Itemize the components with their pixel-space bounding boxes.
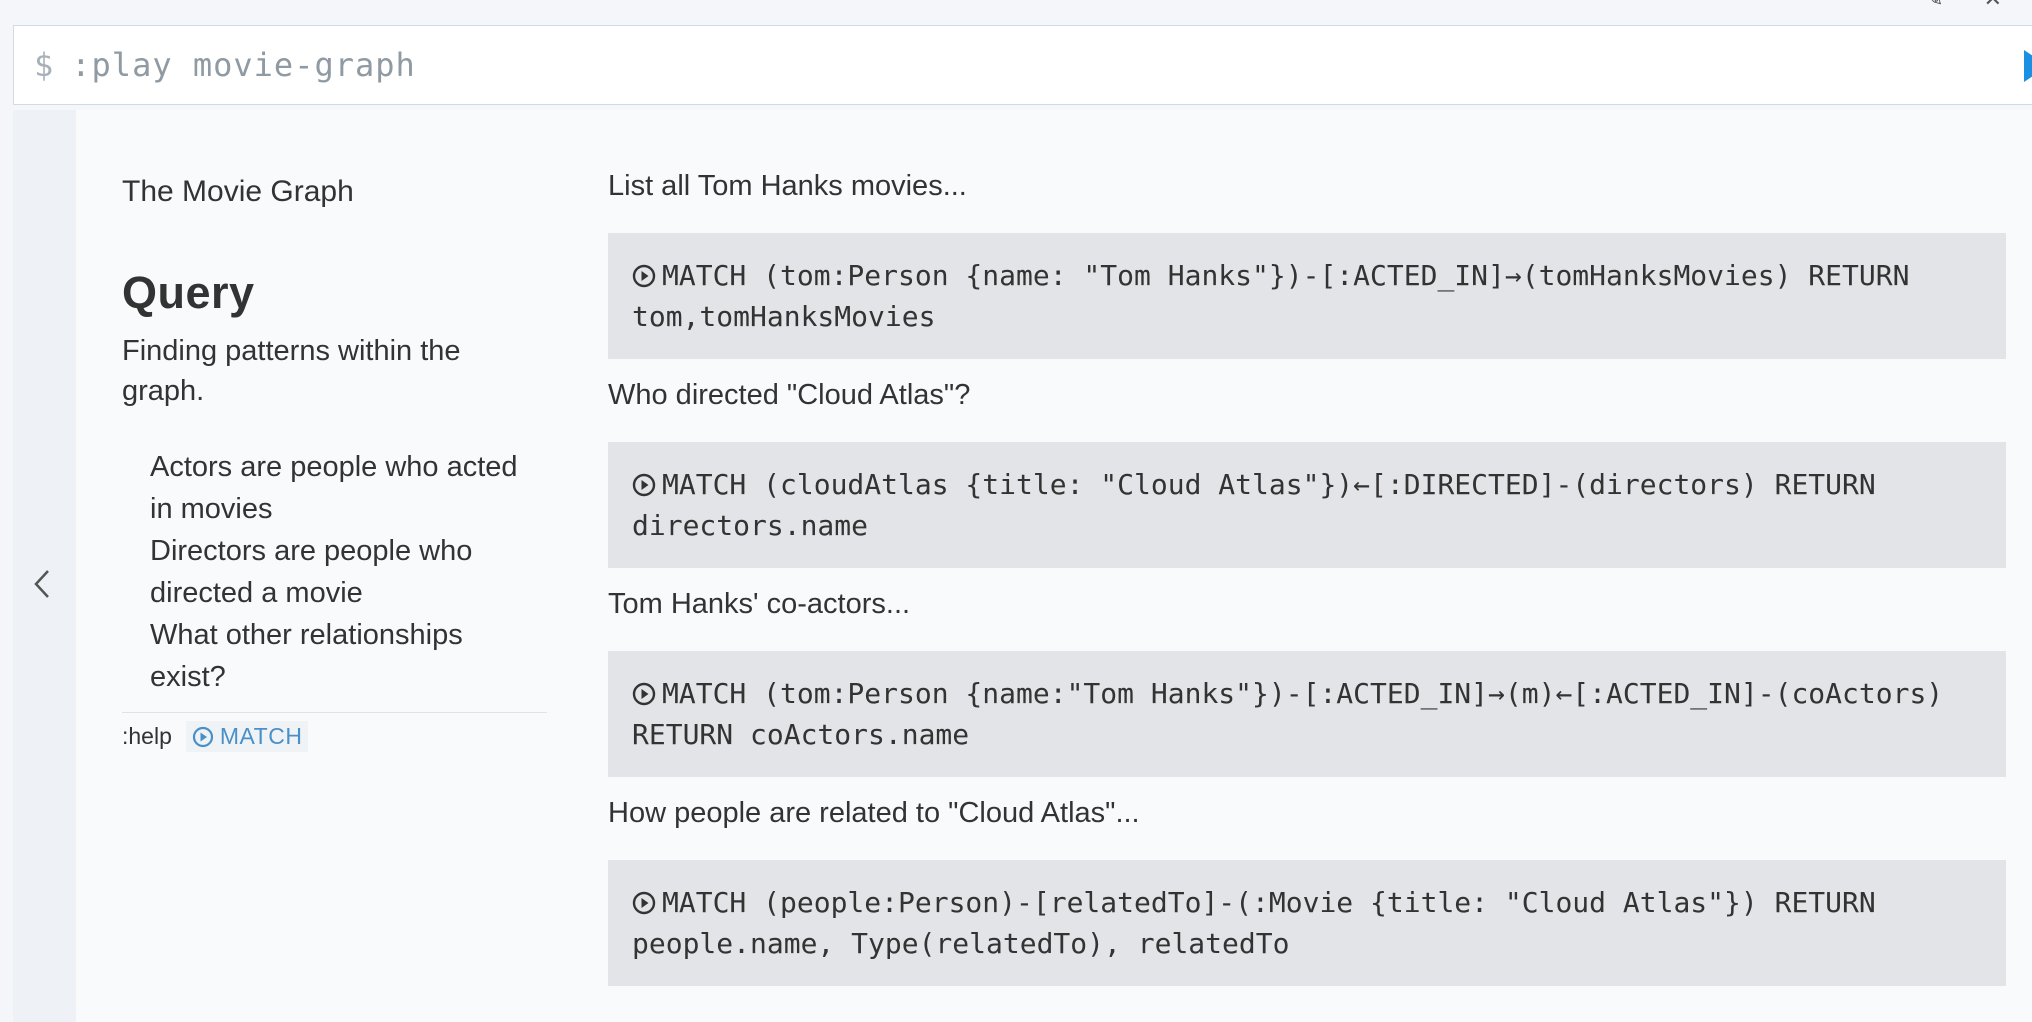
editor-input[interactable]: :play movie-graph [71,46,416,84]
pin-icon[interactable]: ✎ [1925,0,1943,12]
run-button[interactable] [2022,48,2032,84]
prev-slide-gutter [13,110,76,1022]
play-circle-icon [632,473,656,497]
play-circle-icon [192,726,213,747]
list-item: What other relationships exist? [150,619,463,693]
section-heading: Query [122,267,255,318]
query-label: List all Tom Hanks movies... [608,170,967,202]
play-circle-icon [632,682,656,706]
help-match-link[interactable]: MATCH [185,721,309,752]
section-description: Finding patterns within the graph. [122,335,461,407]
runnable-code-block[interactable]: MATCH (cloudAtlas {title: "Cloud Atlas"}… [608,442,2006,568]
list-item: Actors are people who acted in movies [150,451,518,525]
help-command: :help [122,723,172,749]
query-code: MATCH (tom:Person {name: "Tom Hanks"})-[… [632,259,1927,333]
bullet-list: Actors are people who acted in movies Di… [150,446,530,698]
list-item: Directors are people who directed a movi… [150,535,473,609]
query-label: How people are related to "Cloud Atlas".… [608,797,1140,829]
query-label: Who directed "Cloud Atlas"? [608,379,971,411]
play-circle-icon [632,891,656,915]
runnable-code-block[interactable]: MATCH (people:Person)-[relatedTo]-(:Movi… [608,860,2006,986]
close-icon[interactable]: ✕ [1984,0,2002,12]
editor-prompt: $ [34,46,54,84]
frame-controls: ✎ ✕ [1925,0,2002,12]
query-list: List all Tom Hanks movies... MATCH (tom:… [608,170,2006,1006]
help-line: :help MATCH [122,712,547,752]
query-code: MATCH (cloudAtlas {title: "Cloud Atlas"}… [632,468,1893,542]
chevron-left-icon[interactable] [30,567,54,601]
query-code: MATCH (people:Person)-[relatedTo]-(:Movi… [632,886,1893,960]
help-link-label: MATCH [219,723,303,749]
query-code: MATCH (tom:Person {name:"Tom Hanks"})-[:… [632,677,1961,751]
command-editor[interactable]: $ :play movie-graph [13,25,2032,105]
runnable-code-block[interactable]: MATCH (tom:Person {name: "Tom Hanks"})-[… [608,233,2006,359]
guide-sidebar: The Movie Graph Query Finding patterns w… [122,170,547,752]
runnable-code-block[interactable]: MATCH (tom:Person {name:"Tom Hanks"})-[:… [608,651,2006,777]
play-circle-icon [632,264,656,288]
slide-title: The Movie Graph [122,175,354,208]
query-label: Tom Hanks' co-actors... [608,588,911,620]
